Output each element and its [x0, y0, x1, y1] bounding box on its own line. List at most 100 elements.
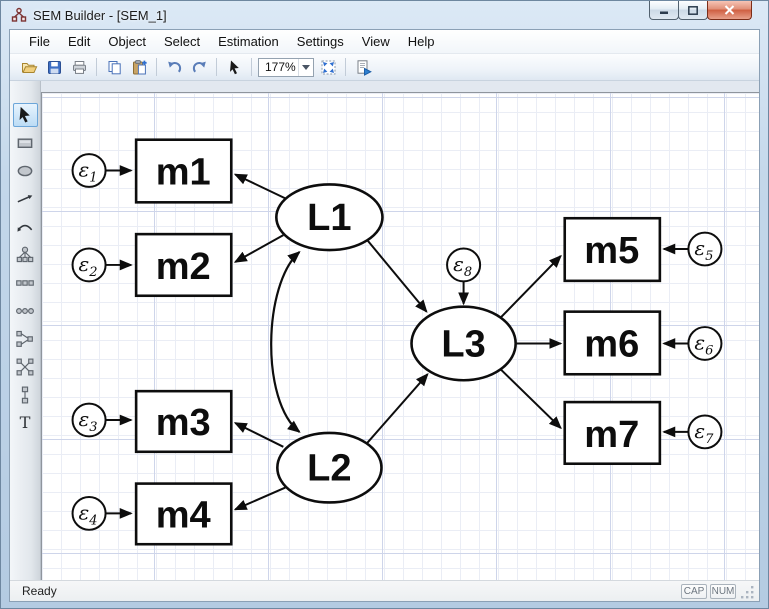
minimize-button[interactable] [649, 1, 679, 20]
error-e3[interactable] [71, 402, 107, 438]
close-button[interactable] [707, 1, 752, 20]
export-button[interactable] [352, 56, 374, 78]
status-text: Ready [22, 584, 57, 598]
sem-path-diagram-icon [11, 7, 27, 22]
menu-file[interactable]: File [29, 34, 50, 49]
undo-button[interactable] [163, 56, 185, 78]
observed-m7[interactable] [563, 400, 662, 466]
measurement-component-icon [16, 330, 33, 347]
resize-grip[interactable] [741, 584, 755, 599]
fit-in-window-icon [321, 60, 335, 74]
label-L1: L1 [307, 197, 351, 239]
covariance-L1-L2[interactable] [270, 250, 301, 433]
error-e7[interactable] [687, 414, 723, 450]
num-lock-indicator: NUM [710, 583, 736, 599]
print-icon [72, 60, 86, 74]
observed-m6[interactable] [563, 310, 662, 376]
diagram-canvas[interactable]: m1 m2 m3 m4 m5 m6 m7 L1 L2 L3 ε1 ε2 ε3 ε… [41, 92, 759, 580]
path-L2-m3[interactable] [233, 422, 284, 448]
menu-view[interactable]: View [361, 34, 390, 49]
add-measurement-component-tool[interactable] [13, 327, 38, 351]
open-button[interactable] [18, 56, 40, 78]
redo-button[interactable] [188, 56, 210, 78]
title-bar[interactable]: SEM Builder - [SEM_1] [1, 1, 768, 29]
menu-edit[interactable]: Edit [67, 34, 91, 49]
maximize-button[interactable] [678, 1, 708, 20]
chevron-down-icon[interactable] [298, 58, 313, 76]
path-L3-m5[interactable] [499, 254, 562, 319]
label-e6: ε6 [694, 330, 713, 358]
zoom-level-combobox[interactable]: 177% [258, 57, 314, 77]
zoom-level-value: 177% [265, 60, 296, 74]
add-covariances-set-tool[interactable] [13, 355, 38, 379]
add-text-tool[interactable]: T [13, 411, 38, 435]
error-e1[interactable] [71, 153, 107, 188]
select-tool[interactable] [12, 103, 38, 127]
save-button[interactable] [43, 56, 65, 78]
label-m2: m2 [156, 246, 211, 288]
path-L1-L3[interactable] [365, 238, 428, 313]
add-latent-variable-tool[interactable] [13, 159, 38, 183]
error-e5[interactable] [687, 231, 723, 267]
add-latent-variables-set-tool[interactable] [13, 299, 38, 323]
copy-button[interactable] [103, 56, 125, 78]
label-m7: m7 [584, 414, 639, 456]
latent-L2[interactable] [276, 431, 383, 504]
toolbar-separator [251, 58, 252, 76]
minimize-icon [660, 11, 668, 14]
add-path-tool[interactable] [13, 187, 38, 211]
fit-in-window-button[interactable] [317, 56, 339, 78]
label-e7: ε7 [694, 419, 714, 447]
observed-m3[interactable] [134, 389, 233, 454]
paste-button[interactable] [128, 56, 150, 78]
error-e4[interactable] [71, 496, 107, 531]
label-L2: L2 [307, 448, 351, 490]
pointer-icon [229, 60, 239, 74]
covariance-arc-icon [17, 224, 33, 232]
label-e8: ε8 [453, 252, 472, 280]
add-observed-variable-tool[interactable] [13, 131, 38, 155]
menu-help[interactable]: Help [407, 34, 435, 49]
add-regression-component-tool[interactable] [13, 383, 38, 407]
error-e6[interactable] [687, 326, 723, 361]
label-m3: m3 [156, 402, 211, 444]
observed-set-icon [16, 280, 34, 286]
path-L1-m2[interactable] [233, 234, 284, 263]
observed-m1[interactable] [134, 138, 233, 204]
menu-settings[interactable]: Settings [296, 34, 344, 49]
menu-object[interactable]: Object [108, 34, 146, 49]
rectangle-icon [17, 138, 33, 148]
export-page-icon [357, 59, 372, 76]
toolbar: 177% [10, 54, 759, 81]
menu-estimation[interactable]: Estimation [218, 34, 279, 49]
sem-diagram: m1 m2 m3 m4 m5 m6 m7 L1 L2 L3 ε1 ε2 ε3 ε… [71, 138, 723, 546]
label-e5: ε5 [694, 236, 713, 264]
svg-text:T: T [20, 413, 31, 432]
open-folder-icon [21, 62, 37, 73]
menu-select[interactable]: Select [163, 34, 201, 49]
latent-set-icon [16, 308, 34, 314]
print-button[interactable] [68, 56, 90, 78]
path-L2-m4[interactable] [233, 486, 286, 511]
path-L2-L3[interactable] [365, 373, 429, 445]
error-e2[interactable] [71, 247, 107, 283]
pointer-button[interactable] [223, 56, 245, 78]
label-e3: ε3 [79, 407, 98, 435]
path-L1-m1[interactable] [233, 173, 286, 200]
latent-L3[interactable] [410, 305, 517, 382]
path-L3-m7[interactable] [499, 368, 562, 430]
close-icon [724, 5, 735, 15]
latent-L1[interactable] [275, 183, 384, 252]
add-measurement-model-tool[interactable] [13, 243, 38, 267]
add-covariance-tool[interactable] [13, 215, 38, 239]
observed-m5[interactable] [563, 216, 662, 283]
redo-icon [192, 61, 206, 72]
error-e8[interactable] [446, 247, 482, 283]
observed-m2[interactable] [134, 232, 233, 298]
add-observed-variables-set-tool[interactable] [13, 271, 38, 295]
observed-m4[interactable] [134, 482, 233, 546]
select-cursor-icon [19, 106, 30, 123]
save-floppy-icon [47, 60, 61, 74]
label-e4: ε4 [79, 500, 98, 528]
